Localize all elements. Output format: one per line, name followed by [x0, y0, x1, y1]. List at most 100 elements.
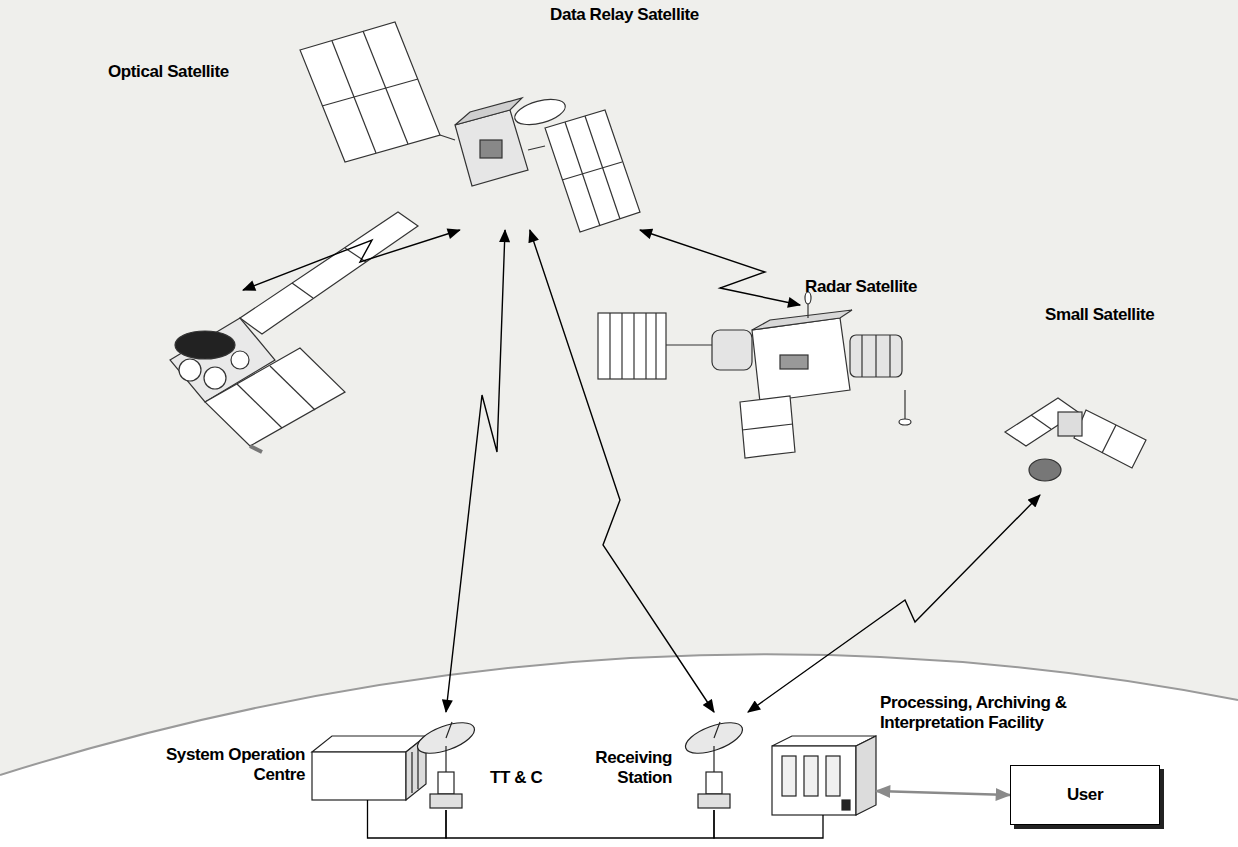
optical-satellite-figure [250, 446, 262, 452]
operation-centre-building [417, 746, 418, 789]
radar-satellite-figure [598, 292, 911, 458]
optical-satellite-figure [237, 384, 282, 428]
cable-line [446, 810, 714, 838]
cable-line [368, 800, 447, 838]
relay-satellite-figure [300, 22, 440, 162]
radar-satellite-figure [742, 424, 793, 430]
relay-satellite-figure [322, 79, 418, 106]
radar-satellite-figure [752, 310, 852, 330]
radar-satellite-figure [598, 313, 666, 379]
relay-satellite-figure [440, 135, 455, 140]
radio-link [243, 230, 460, 290]
ttc-antenna [438, 772, 454, 794]
processing-building [804, 756, 818, 796]
optical-satellite-figure [292, 283, 313, 298]
antenna: TT & C [412, 712, 480, 810]
data-arrow [876, 791, 1010, 795]
small-satellite-figure [1074, 410, 1146, 468]
optical-satellite-figure [179, 359, 201, 381]
radar-satellite-figure [712, 330, 752, 370]
radar-satellite-figure [875, 335, 876, 377]
satellite: Data Relay Satellite [300, 40, 640, 230]
optical-satellite-figure [205, 348, 345, 446]
processing-building [772, 746, 856, 815]
node-label: Data Relay Satellite [550, 5, 699, 25]
small-satellite-figure [1029, 459, 1061, 481]
small-satellite-figure [1005, 398, 1146, 481]
optical-satellite-figure [345, 248, 366, 262]
node-label: Receiving Station [574, 748, 672, 787]
receiving-antenna [698, 794, 730, 808]
radio-link [446, 230, 505, 712]
cable-line [714, 810, 823, 838]
radar-satellite-figure [645, 313, 646, 379]
relay-satellite-figure [480, 140, 502, 158]
node-label: System Operation Centre [160, 745, 305, 784]
radar-satellite-figure [633, 313, 634, 379]
receiving-antenna [714, 722, 720, 738]
radar-satellite-figure [666, 344, 712, 345]
building: System Operation Centre [310, 735, 425, 800]
satellite: Radar Satellite [595, 305, 945, 470]
ttc-antenna [446, 722, 452, 738]
ttc-antenna [430, 794, 462, 808]
relay-satellite-figure [545, 110, 640, 232]
processing-building [842, 800, 850, 810]
radar-satellite-figure [889, 335, 890, 377]
relay-satellite-figure [562, 162, 622, 180]
radar-satellite-figure [904, 390, 905, 420]
optical-satellite-figure [270, 366, 315, 410]
optical-satellite-figure [240, 212, 418, 334]
radar-satellite-figure [621, 313, 622, 379]
node-label: Small Satellite [1045, 305, 1154, 325]
radar-satellite-figure [861, 335, 862, 377]
radar-satellite-figure [899, 419, 911, 425]
sky-and-earth [0, 0, 1238, 775]
small-satellite-figure [1058, 412, 1082, 436]
small-satellite-figure [1102, 425, 1116, 453]
processing-building [782, 756, 796, 796]
optical-satellite-figure [231, 351, 249, 369]
box-label: User [1067, 785, 1103, 805]
radar-satellite-figure [609, 313, 610, 379]
radar-satellite-figure [780, 355, 808, 369]
radar-satellite-figure [752, 318, 850, 402]
radio-link [530, 230, 714, 712]
processing-building [856, 736, 876, 815]
small-satellite-figure [1031, 415, 1051, 429]
sky-and-earth [0, 0, 1238, 775]
receiving-antenna [682, 716, 747, 808]
relay-satellite-figure [528, 146, 545, 150]
processing-building [826, 756, 840, 796]
relay-satellite-figure [455, 98, 522, 125]
relay-satellite-figure [300, 22, 640, 232]
optical-satellite-figure [170, 212, 418, 452]
antenna: Receiving Station [680, 712, 748, 810]
node-label: Radar Satellite [805, 277, 917, 297]
optical-satellite-figure [204, 367, 226, 389]
receiving-antenna [706, 772, 722, 794]
user-box: User [1010, 765, 1160, 825]
node-label: Processing, Archiving & Interpretation F… [880, 693, 1112, 732]
node-label: TT & C [490, 768, 542, 788]
radar-satellite-figure [740, 396, 795, 458]
processing-building [772, 736, 876, 815]
node-label: Optical Satellite [108, 62, 229, 82]
radio-link [748, 495, 1040, 712]
operation-centre-building [411, 752, 412, 793]
operation-centre-building [312, 752, 406, 800]
optical-satellite-figure [175, 331, 235, 359]
radar-satellite-figure [850, 335, 902, 377]
operation-centre-building [312, 736, 426, 800]
satellite: Small Satellite [1005, 390, 1145, 495]
ttc-antenna [414, 716, 479, 808]
radio-link [640, 230, 800, 305]
building: Processing, Archiving & Interpretation F… [770, 735, 876, 815]
satellite: Optical Satellite [160, 290, 400, 455]
relay-satellite-figure [363, 31, 408, 144]
radar-satellite-figure [655, 313, 656, 379]
